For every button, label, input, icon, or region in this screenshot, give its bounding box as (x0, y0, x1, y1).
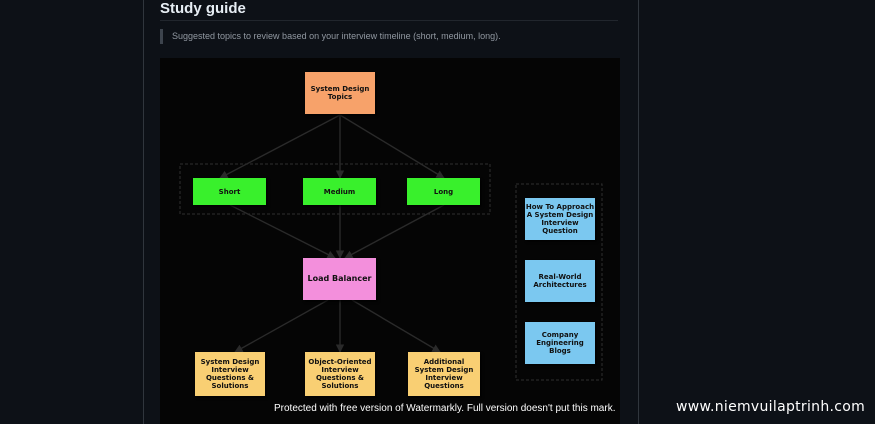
node-system-design-topics: System Design Topics (305, 72, 375, 114)
study-guide-diagram: System Design Topics Short Medium Long L… (160, 58, 620, 424)
node-load-balancer: Load Balancer (303, 258, 376, 300)
watermark-text: Protected with free version of Watermark… (274, 403, 616, 414)
edge-hub-leaf-1 (234, 299, 329, 353)
timeline-group-box (179, 163, 491, 215)
edge-root-short (219, 114, 341, 179)
node-long: Long (407, 178, 480, 205)
title-divider (160, 20, 618, 21)
node-resource-blogs: Company Engineering Blogs (525, 322, 595, 364)
section-title: Study guide (160, 0, 246, 17)
resources-group-box (515, 183, 603, 381)
site-watermark: www.niemvuilaptrinh.com (676, 399, 866, 415)
node-leaf-additional-questions: Additional System Design Interview Quest… (408, 352, 480, 396)
node-resource-approach: How To Approach A System Design Intervie… (525, 198, 595, 240)
edge-root-long (339, 114, 445, 179)
section-description: Suggested topics to review based on your… (172, 31, 501, 41)
blockquote-bar (160, 29, 163, 44)
node-resource-architectures: Real-World Architectures (525, 260, 595, 302)
node-leaf-system-design-questions: System Design Interview Questions & Solu… (195, 352, 265, 396)
node-short: Short (193, 178, 266, 205)
edge-hub-leaf-3 (351, 299, 441, 353)
edge-short-hub (229, 204, 336, 259)
node-leaf-object-oriented-questions: Object-Oriented Interview Questions & So… (305, 352, 375, 396)
node-medium: Medium (303, 178, 376, 205)
edge-long-hub (344, 204, 445, 259)
diagram-connectors (179, 114, 603, 381)
